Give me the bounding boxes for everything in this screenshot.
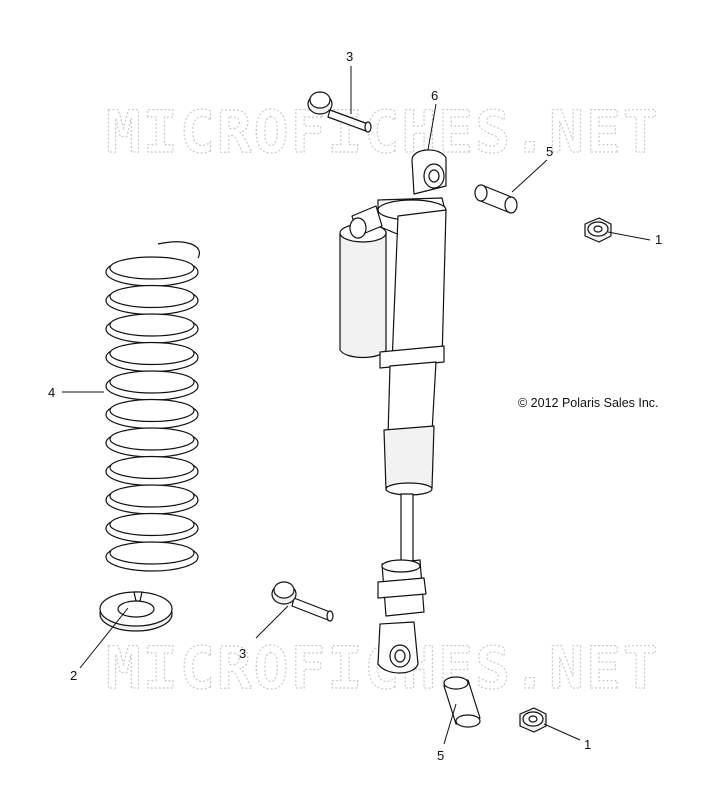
spring-coil-inner	[109, 341, 195, 366]
top-bushing-part	[474, 184, 518, 214]
bottom-nut-part	[519, 707, 547, 733]
retainer-washer-part	[99, 591, 173, 632]
watermark-top: MICROFICHES.NET	[106, 98, 660, 166]
bottom-bolt-part	[271, 581, 334, 622]
coil-spring-part	[105, 241, 200, 572]
leader-lines	[62, 66, 651, 745]
callout-5-top: 5	[546, 144, 553, 159]
copyright-notice: © 2012 Polaris Sales Inc.	[518, 396, 659, 410]
top-bolt-part	[307, 91, 372, 133]
spring-coil-inner	[109, 256, 195, 280]
callout-2: 2	[70, 668, 77, 683]
spring-coil-inner	[109, 370, 195, 394]
callout-3-bottom: 3	[239, 646, 246, 661]
callout-5-bottom: 5	[437, 748, 444, 763]
spring-coil-inner	[109, 455, 195, 480]
spring-coil-inner	[109, 313, 195, 337]
top-nut-part	[584, 217, 612, 243]
callout-1-top: 1	[655, 232, 662, 247]
callout-1-bottom: 1	[584, 737, 591, 752]
callout-6: 6	[431, 88, 438, 103]
spring-coil-inner	[109, 427, 195, 451]
spring-coil-inner	[109, 512, 195, 537]
spring-coil-inner	[109, 398, 195, 423]
spring-coil-inner	[109, 484, 195, 508]
callout-4: 4	[48, 385, 55, 400]
callout-3-top: 3	[346, 49, 353, 64]
spring-coil-inner	[109, 284, 195, 309]
spring-coil-inner	[109, 541, 195, 565]
shock-absorber-part	[339, 149, 447, 674]
